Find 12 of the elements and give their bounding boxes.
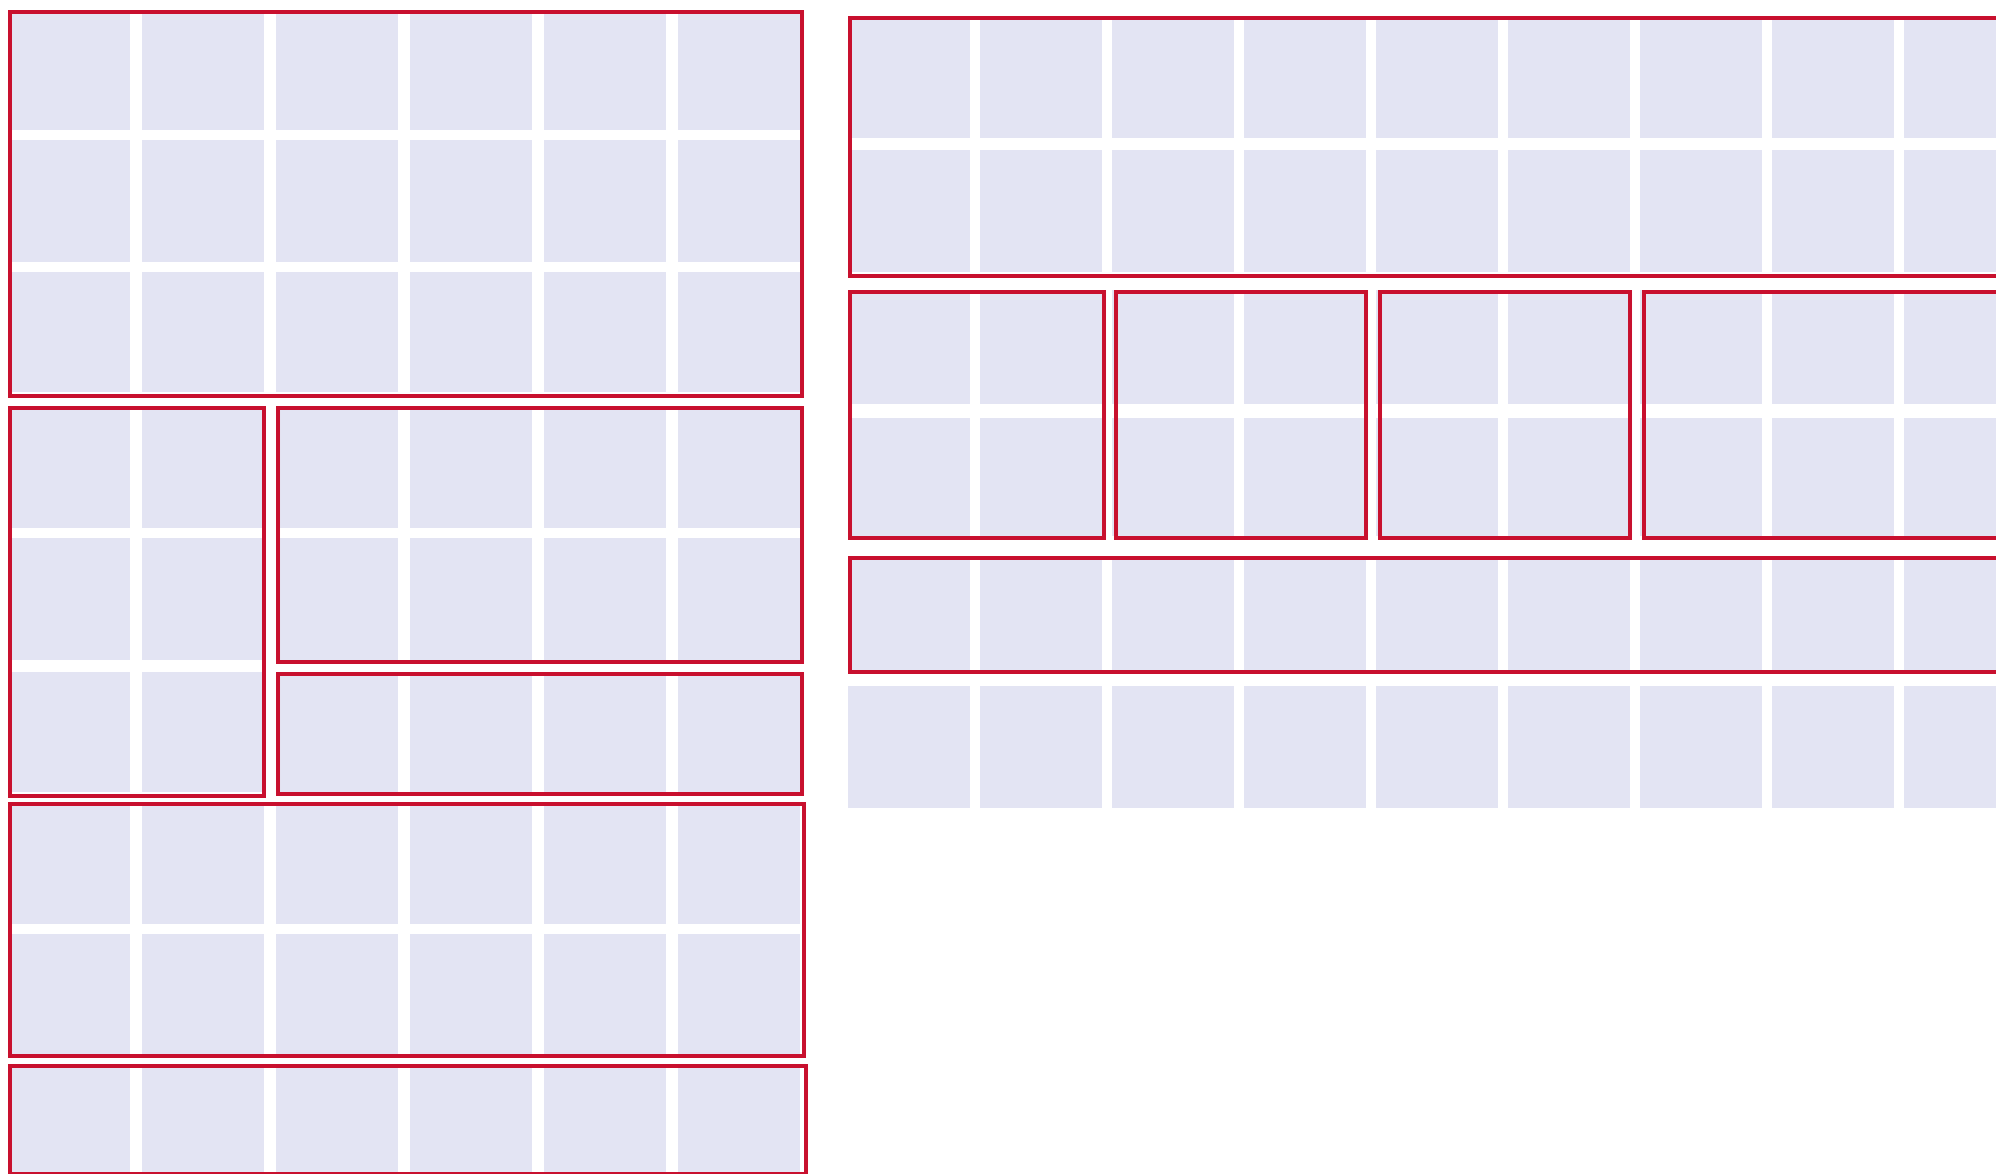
outline-frame: [8, 10, 804, 398]
outline-frame: [8, 802, 806, 1058]
outline-frame: [1114, 290, 1368, 540]
outline-frame: [848, 16, 1996, 278]
outline-frame: [276, 672, 804, 796]
outline-frame: [8, 406, 266, 798]
outline-frame: [848, 290, 1106, 540]
outline-frame: [848, 556, 1996, 674]
outline-frame: [1378, 290, 1632, 540]
outline-frame: [1642, 290, 1996, 540]
outline-frame: [8, 1064, 808, 1174]
outline-frame: [276, 406, 804, 664]
